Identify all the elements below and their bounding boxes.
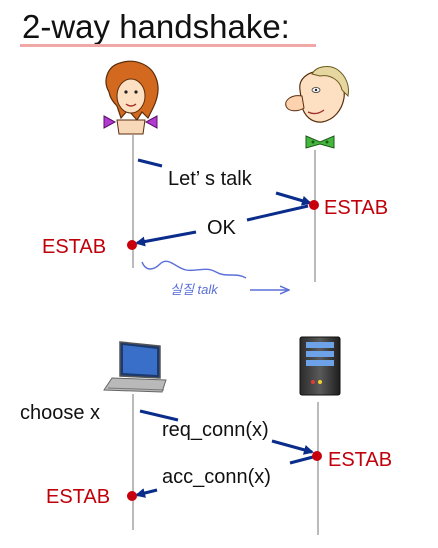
- note-squiggle: [141, 260, 288, 290]
- lets-talk-arrow: [137, 158, 312, 206]
- choose-x-label: choose x: [20, 402, 101, 424]
- req-conn-arrow: [139, 409, 314, 455]
- man-person-icon: [285, 66, 349, 149]
- server-icon: [299, 336, 341, 396]
- estab-dot-client: [127, 240, 137, 250]
- title-underline: [20, 44, 316, 47]
- acc-conn-arrow: [135, 455, 314, 498]
- woman-person-icon: [103, 60, 159, 135]
- estab-server-label: ESTAB: [324, 197, 389, 219]
- handwritten-note: 실질 talk: [170, 282, 218, 297]
- estab-dot-server-2: [312, 451, 322, 461]
- acc-conn-label: acc_conn(x): [162, 466, 271, 488]
- req-conn-label: req_conn(x): [162, 419, 269, 441]
- laptop-icon: [103, 341, 167, 393]
- estab-server-label-2: ESTAB: [328, 449, 393, 471]
- ok-label: OK: [207, 217, 236, 239]
- estab-client-label-2: ESTAB: [46, 486, 111, 508]
- page-title: 2-way handshake:: [22, 8, 290, 45]
- lets-talk-label: Let’ s talk: [168, 168, 252, 190]
- estab-client-label: ESTAB: [42, 236, 107, 258]
- ok-arrow: [135, 204, 309, 247]
- estab-dot-client-2: [127, 491, 137, 501]
- estab-dot-server: [309, 200, 319, 210]
